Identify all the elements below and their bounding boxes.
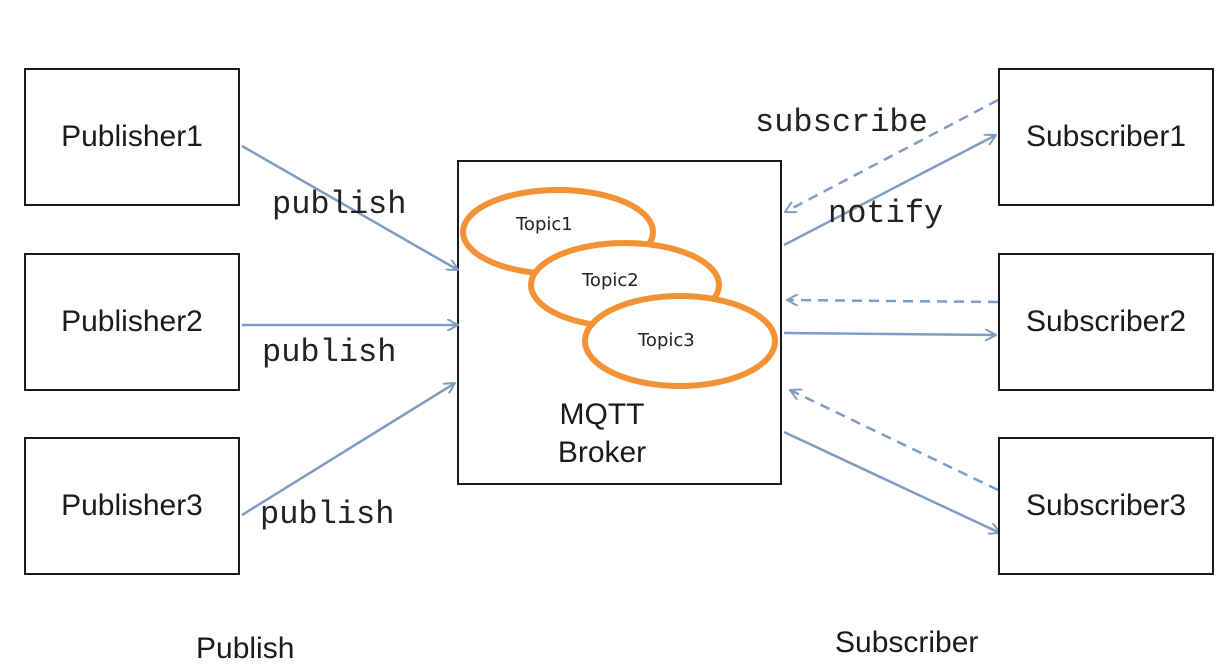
subscriber2-box: Subscriber2 xyxy=(998,253,1214,391)
group-label-publish: Publish xyxy=(196,632,295,665)
publisher3-box: Publisher3 xyxy=(24,437,240,575)
publisher3-label: Publisher3 xyxy=(61,489,203,522)
broker-label-line1: MQTT xyxy=(559,398,645,431)
broker-label-line2: Broker xyxy=(557,436,647,469)
publisher1-box: Publisher1 xyxy=(24,68,240,206)
publisher2-box: Publisher2 xyxy=(24,253,240,391)
notify-label: notify xyxy=(828,195,944,232)
subscribe-arrow-3 xyxy=(790,390,999,492)
subscriber3-label: Subscriber3 xyxy=(1025,489,1187,522)
notify-arrow-3 xyxy=(783,430,1000,533)
publish-label-2: publish xyxy=(262,334,397,371)
notify-arrow-2 xyxy=(783,333,996,335)
subscribe-label: subscribe xyxy=(755,104,928,141)
publisher1-label: Publisher1 xyxy=(61,120,203,153)
topic3-label: Topic3 xyxy=(638,330,695,351)
notify-arrow-1 xyxy=(783,135,996,247)
topic3-ellipse xyxy=(582,293,778,389)
group-label-subscriber: Subscriber xyxy=(835,626,979,659)
subscriber1-label: Subscriber1 xyxy=(1025,120,1187,153)
broker-label: MQTT Broker xyxy=(457,396,747,472)
publisher2-label: Publisher2 xyxy=(61,305,203,338)
subscribe-arrow-1 xyxy=(785,98,999,212)
publish-label-3: publish xyxy=(260,496,395,533)
subscriber3-box: Subscriber3 xyxy=(998,437,1214,575)
publish-arrow-3 xyxy=(241,383,455,517)
topic1-label: Topic1 xyxy=(516,214,573,235)
topic2-label: Topic2 xyxy=(582,270,639,291)
subscribe-arrow-2 xyxy=(787,300,999,302)
publish-label-1: publish xyxy=(272,186,407,223)
subscriber2-label: Subscriber2 xyxy=(1025,305,1187,338)
subscriber1-box: Subscriber1 xyxy=(998,68,1214,206)
publish-arrow-1 xyxy=(241,144,458,272)
